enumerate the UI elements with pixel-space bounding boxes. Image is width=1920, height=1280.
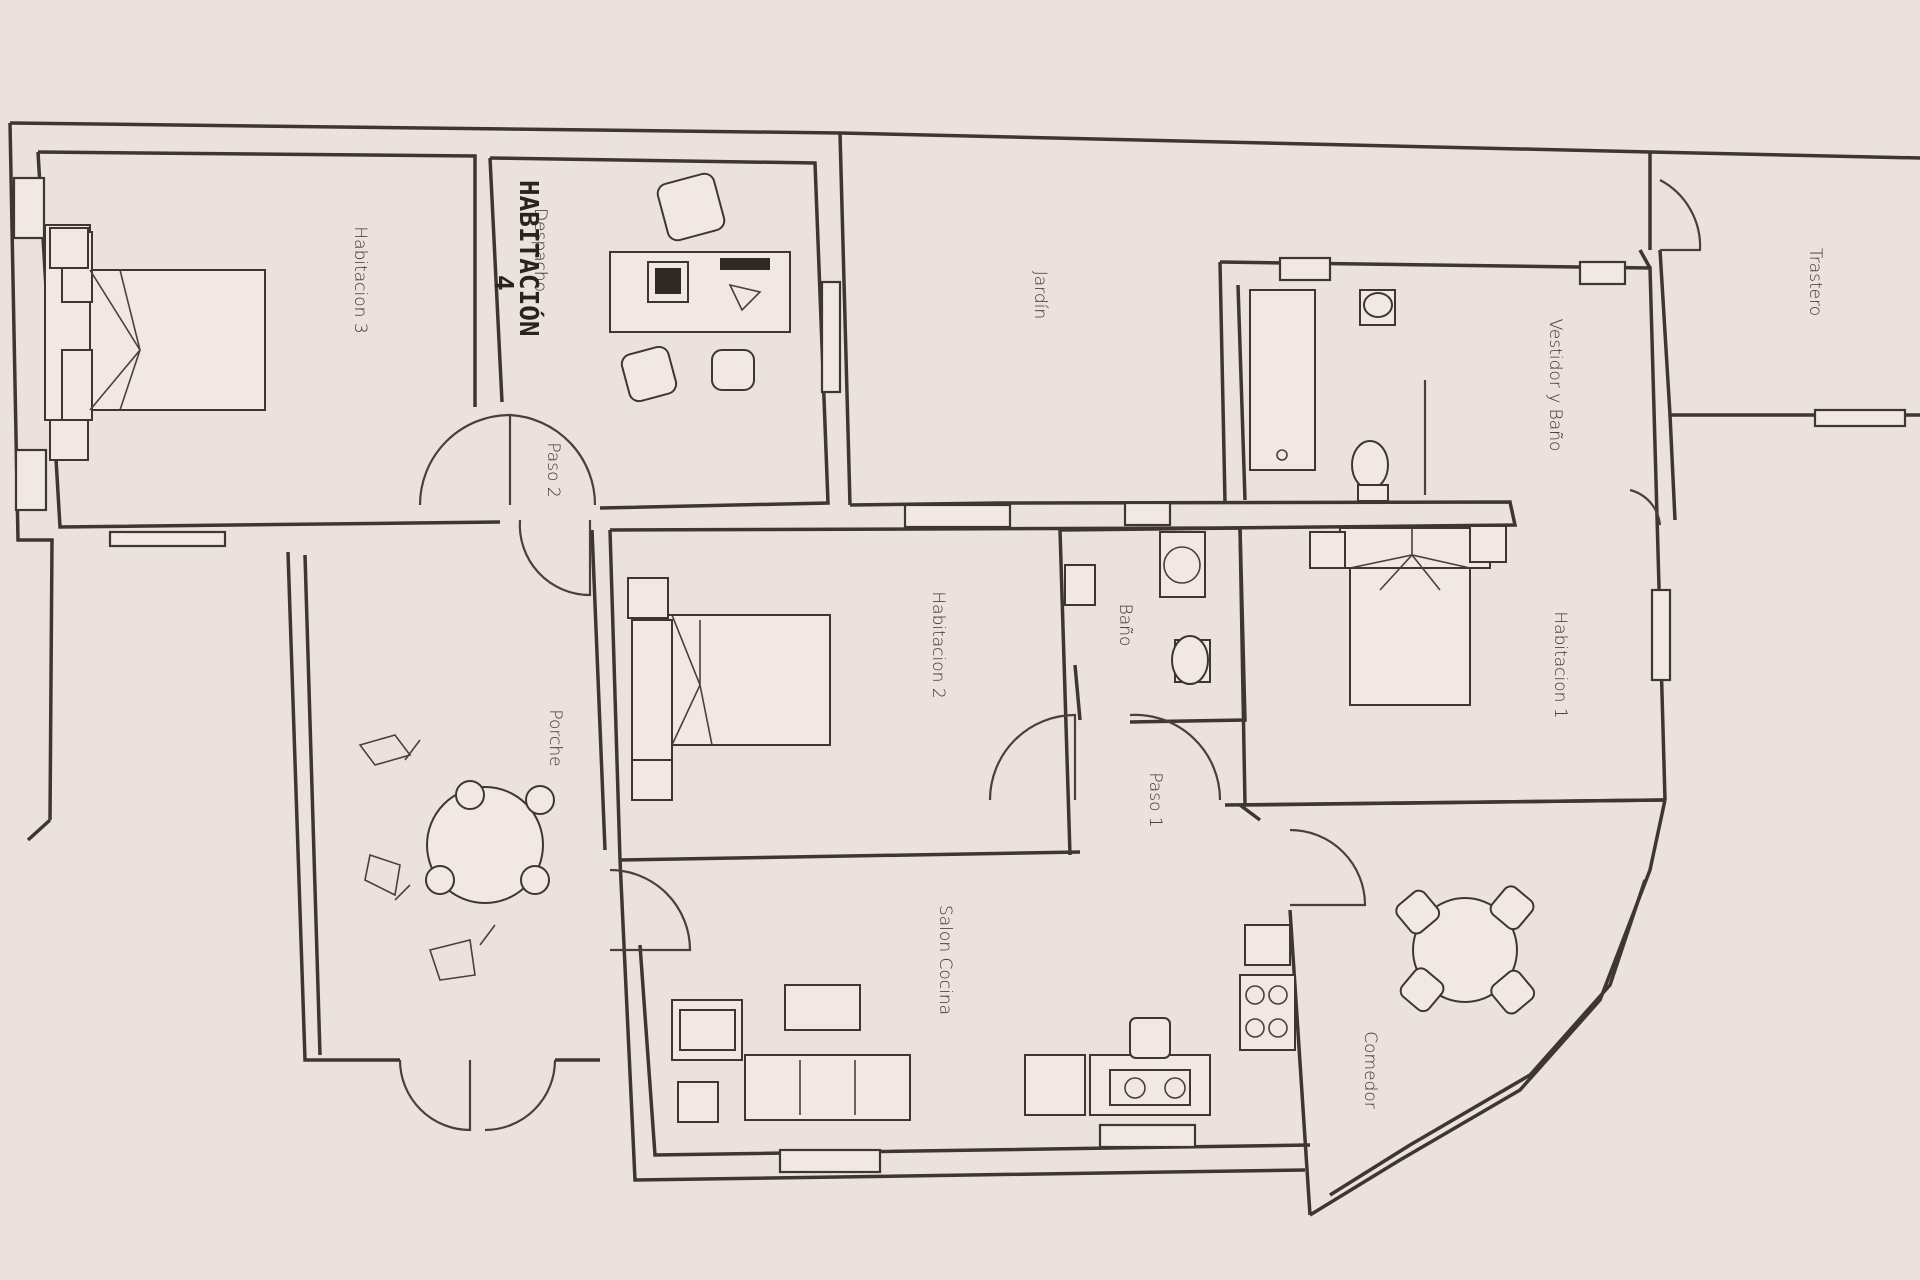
porche-walls [286,529,607,1062]
label-bano: Baño [1115,604,1135,647]
window-habitacion3-left-2 [14,448,48,512]
label-vestidor: Vestidor y Baño [1545,319,1565,452]
comedor-furniture [1395,885,1536,1015]
doors [398,179,1702,1132]
window-bano-top [1123,501,1172,527]
window-habitacion3-left [12,176,46,240]
bano-fixtures [1064,531,1211,685]
window-trastero [1813,408,1907,428]
label-porche: Porche [545,709,565,766]
desk-despacho [609,172,791,403]
label-habitacion1: Habitacion 1 [1550,611,1570,718]
label-habitacion3: Habitacion 3 [350,226,370,333]
window-vestidor-top [1278,256,1332,282]
label-paso2: Paso 2 [543,442,563,497]
bed-habitacion2 [627,577,831,801]
label-despacho: Despacho [530,208,550,292]
window-habitacion3-bottom [108,530,227,548]
label-habitacion4-number: 4 [488,275,518,291]
label-trastero: Trastero [1805,248,1825,316]
label-habitacion2: Habitacion 2 [928,591,948,698]
salon-walls [618,799,1667,1217]
porche-furniture [358,734,555,981]
label-paso1: Paso 1 [1145,772,1165,827]
salon-furniture [671,924,1296,1123]
bed-habitacion3 [44,224,266,461]
vestidor-fixtures [1249,289,1427,502]
label-jardin: Jardín [1030,271,1050,319]
windows [12,176,1907,1174]
window-habitacion1-right [1650,588,1672,682]
central-walls [608,500,1518,862]
window-cocina-bottom [1098,1123,1197,1149]
window-habitacion2-top [903,503,1012,529]
window-vestidor-top2 [1578,260,1627,286]
bano-walls [1059,526,1247,724]
window-salon-bottom [778,1148,882,1174]
label-habitacion4-handwritten: HABITACIÓN [513,180,545,337]
bed-habitacion1 [1309,525,1507,706]
window-despacho [820,280,842,394]
label-comedor: Comedor [1360,1031,1380,1108]
label-salon-cocina: Salon Cocina [935,905,955,1015]
room-labels: Habitacion 3 Despacho HABITACIÓN 4 Jardí… [350,180,1825,1109]
